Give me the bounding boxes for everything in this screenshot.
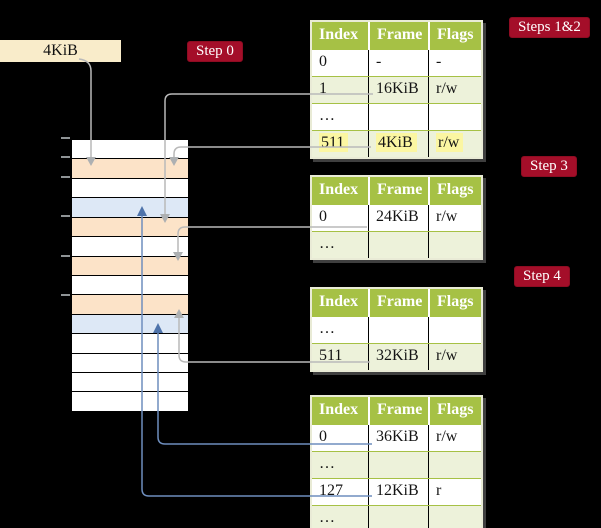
cell-frame bbox=[368, 452, 428, 478]
header-cell-frame: Frame bbox=[368, 22, 428, 50]
cell-frame: 32KiB bbox=[368, 344, 428, 370]
cell-frame: 36KiB bbox=[368, 425, 428, 451]
address-tick-3 bbox=[61, 215, 70, 217]
cell-frame: 24KiB bbox=[368, 205, 428, 231]
cell-index: 0 bbox=[319, 208, 327, 225]
memory-frame-row-11-white bbox=[72, 353, 188, 374]
header-cell-frame: Frame bbox=[368, 177, 428, 205]
address-tick-0 bbox=[61, 137, 70, 139]
badge-step-3: Step 3 bbox=[521, 156, 577, 177]
memory-frame-row-4-peach bbox=[72, 217, 188, 238]
address-tick-5 bbox=[61, 294, 70, 296]
header-cell-frame: Frame bbox=[368, 289, 428, 317]
cell-index: … bbox=[319, 509, 335, 526]
header-cell-flags: Flags bbox=[428, 397, 481, 425]
cell-flags: r/w bbox=[428, 425, 481, 451]
header-cell-flags: Flags bbox=[428, 289, 481, 317]
memory-frame-row-2-white bbox=[72, 178, 188, 199]
memory-frame-row-10-white bbox=[72, 334, 188, 354]
cell-index: 511 bbox=[312, 131, 368, 157]
memory-frame-row-5-white bbox=[72, 237, 188, 257]
header-cell-flags: Flags bbox=[428, 177, 481, 205]
badge-steps-1-2: Steps 1&2 bbox=[509, 17, 590, 38]
memory-frame-row-9-blue bbox=[72, 314, 188, 335]
address-tick-1 bbox=[61, 156, 70, 158]
cell-frame: 4KiB bbox=[368, 131, 428, 157]
cell-flags: r/w bbox=[428, 131, 481, 157]
header-cell-index: Index bbox=[319, 293, 359, 310]
cell-frame: 16KiB bbox=[368, 77, 428, 103]
cell-flags: - bbox=[428, 50, 481, 76]
cell-flags: r/w bbox=[428, 77, 481, 103]
memory-frame-row-8-peach bbox=[72, 295, 188, 315]
highlighted-value: r/w bbox=[436, 133, 464, 152]
memory-frame-row-3-blue bbox=[72, 198, 188, 218]
header-cell-index: Index bbox=[319, 26, 359, 43]
cell-flags: r/w bbox=[428, 344, 481, 370]
table-row-511: 511 4KiB r/w bbox=[312, 131, 481, 157]
memory-frame-row-12-white bbox=[72, 373, 188, 393]
cell-flags: r bbox=[428, 479, 481, 505]
table-row-0: 0 -- bbox=[312, 50, 481, 77]
header-cell-flags: Flags bbox=[428, 22, 481, 50]
memory-frame-row-13-white bbox=[72, 392, 188, 411]
cell-flags bbox=[428, 104, 481, 130]
header-cell-frame: Frame bbox=[368, 397, 428, 425]
cell-flags bbox=[428, 506, 481, 528]
header-cell-index: Index bbox=[319, 181, 359, 198]
memory-frame-row-7-white bbox=[72, 275, 188, 296]
cell-frame bbox=[368, 104, 428, 130]
cell-index: 1 bbox=[319, 80, 327, 97]
cell-index: … bbox=[319, 320, 335, 337]
header-cell-index: Index bbox=[319, 401, 359, 418]
cell-index: 511 bbox=[319, 347, 343, 364]
badge-step-4: Step 4 bbox=[514, 266, 570, 287]
table-row-ellipsis: … bbox=[312, 232, 481, 258]
cell-frame: 12KiB bbox=[368, 479, 428, 505]
table-row-ellipsis: … bbox=[312, 506, 481, 528]
address-tick-4 bbox=[61, 255, 70, 257]
table-row-ellipsis: … bbox=[312, 317, 481, 344]
cell-frame: - bbox=[368, 50, 428, 76]
cell-flags bbox=[428, 452, 481, 478]
cell-flags bbox=[428, 232, 481, 258]
cell-index: … bbox=[319, 107, 335, 124]
cell-frame bbox=[368, 317, 428, 343]
cell-index: … bbox=[319, 455, 335, 472]
cell-frame bbox=[368, 506, 428, 528]
frame-address-label: 4KiB bbox=[0, 40, 121, 62]
table-row-ellipsis: … bbox=[312, 452, 481, 479]
cell-index: … bbox=[319, 235, 335, 252]
cell-flags bbox=[428, 317, 481, 343]
memory-frame-row-1-peach bbox=[72, 159, 188, 179]
memory-frame-row-0-white bbox=[72, 140, 188, 160]
table-row-ellipsis: … bbox=[312, 104, 481, 131]
physical-memory-column bbox=[70, 138, 190, 413]
cell-index: 0 bbox=[319, 53, 327, 70]
cell-index: 127 bbox=[319, 482, 343, 499]
highlighted-value: 511 bbox=[319, 133, 349, 152]
cell-flags: r/w bbox=[428, 205, 481, 231]
memory-frame-row-6-peach bbox=[72, 256, 188, 276]
highlighted-value: 4KiB bbox=[376, 133, 417, 152]
badge-step-0: Step 0 bbox=[187, 41, 243, 62]
address-tick-2 bbox=[61, 176, 70, 178]
cell-index: 0 bbox=[319, 428, 327, 445]
cell-frame bbox=[368, 232, 428, 258]
